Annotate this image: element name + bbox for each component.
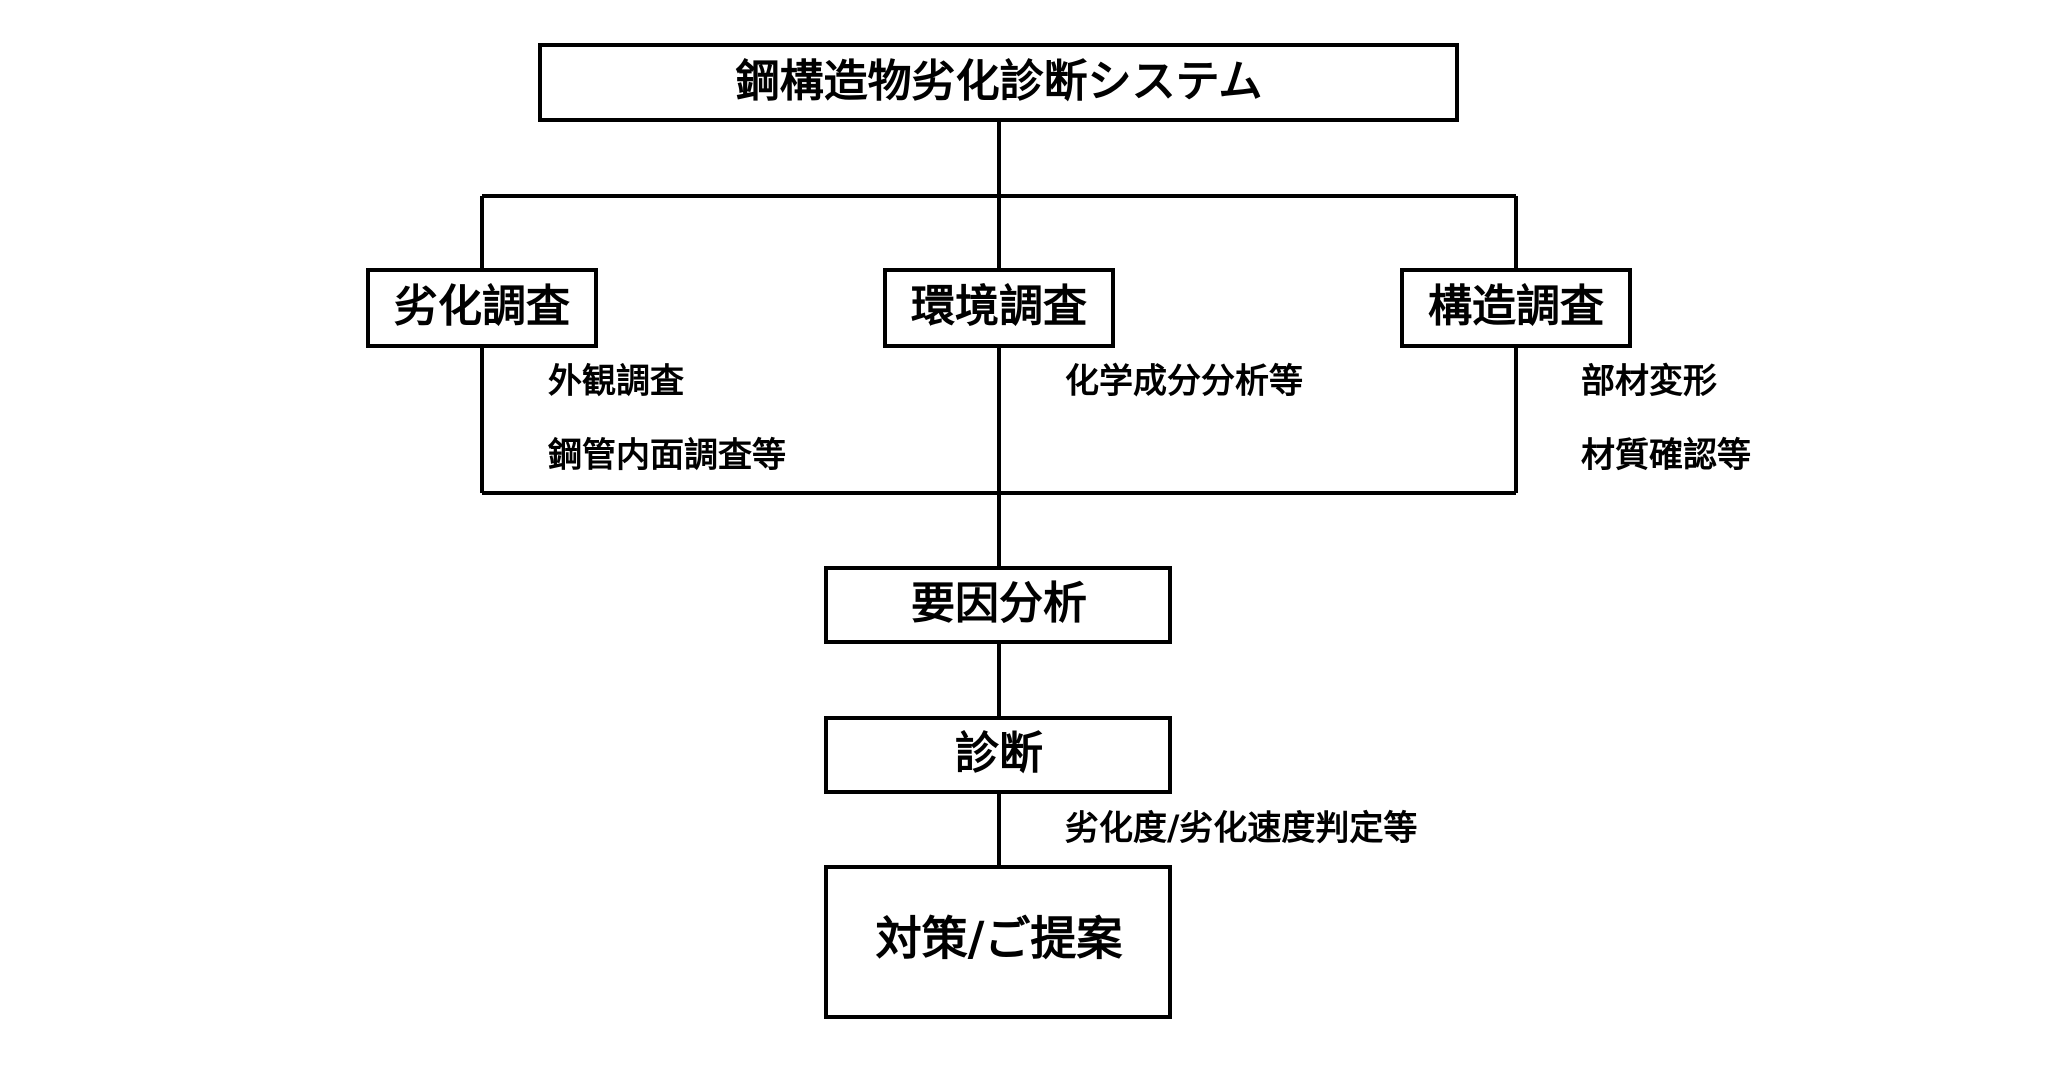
category-deterioration-label: 劣化調査 — [394, 281, 570, 332]
environment-note-1: 化学成分分析等 — [1065, 362, 1303, 402]
category-environment-node: 環境調査 — [883, 268, 1115, 348]
category-deterioration-node: 劣化調査 — [366, 268, 598, 348]
category-environment-box — [883, 268, 1115, 348]
diagnosis-node: 診断 — [824, 716, 1172, 794]
category-deterioration-box — [366, 268, 598, 348]
category-structure-node: 構造調査 — [1400, 268, 1632, 348]
system-title-box — [538, 43, 1459, 122]
factor-analysis-node: 要因分析 — [824, 566, 1172, 644]
factor-analysis-label: 要因分析 — [911, 578, 1087, 629]
diagnosis-label: 診断 — [955, 728, 1043, 779]
structure-note-1: 部材変形 — [1581, 362, 1717, 402]
category-environment-label: 環境調査 — [911, 281, 1087, 332]
proposal-box — [824, 865, 1172, 1019]
proposal-label: 対策/ご提案 — [876, 912, 1124, 966]
deterioration-note-1: 外観調査 — [548, 362, 684, 402]
category-structure-box — [1400, 268, 1632, 348]
factor-analysis-box — [824, 566, 1172, 644]
diagnosis-box — [824, 716, 1172, 794]
structure-note-2: 材質確認等 — [1581, 436, 1751, 476]
system-title: 鋼構造物劣化診断システム — [736, 56, 1263, 107]
connector-lines — [480, 120, 1518, 867]
category-structure-label: 構造調査 — [1428, 281, 1604, 332]
deterioration-note-2: 鋼管内面調査等 — [548, 436, 786, 476]
diagnosis-note: 劣化度/劣化速度判定等 — [1065, 809, 1417, 849]
system-title-node: 鋼構造物劣化診断システム — [538, 43, 1459, 122]
proposal-node: 対策/ご提案 — [824, 865, 1172, 1019]
category-notes: 外観調査 鋼管内面調査等 化学成分分析等 部材変形 材質確認等 — [548, 362, 1751, 476]
